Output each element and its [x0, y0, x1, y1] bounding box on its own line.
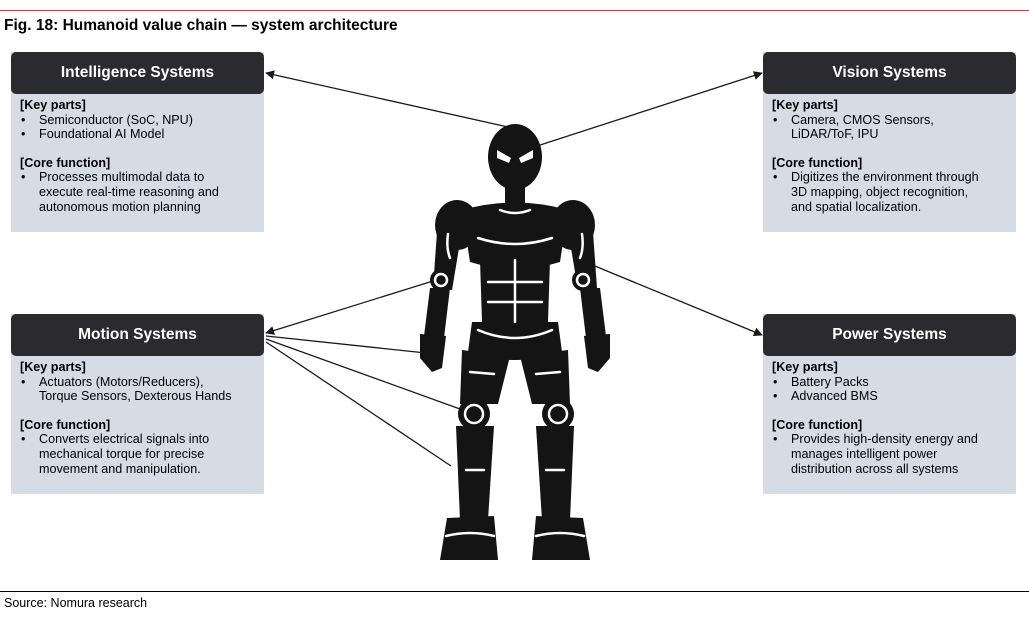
arrow-motion-3: [265, 338, 461, 410]
core-function-label: [Core function]: [772, 417, 863, 432]
top-rule: [0, 10, 1029, 11]
bullet-item: Semiconductor (SoC, NPU): [20, 113, 258, 128]
key-parts-label: [Key parts]: [772, 360, 838, 374]
bullet-item: Foundational AI Model: [20, 127, 258, 142]
intelligence-systems-header: Intelligence Systems: [11, 52, 264, 94]
key-parts-section: [Key parts] Semiconductor (SoC, NPU) Fou…: [20, 98, 258, 142]
bullet-item: Advanced BMS: [772, 389, 1010, 404]
core-function-section: [Core function] Processes multimodal dat…: [20, 156, 258, 214]
bullet-item: Camera, CMOS Sensors, LiDAR/ToF, IPU: [772, 113, 1010, 142]
motion-systems-panel: Motion Systems [Key parts] Actuators (Mo…: [11, 314, 264, 494]
key-parts-section: [Key parts] Actuators (Motors/Reducers),…: [20, 360, 258, 404]
arrow-intelligence: [265, 70, 509, 128]
figure-title: Fig. 18: Humanoid value chain — system a…: [4, 17, 398, 34]
vision-systems-panel: Vision Systems [Key parts] Camera, CMOS …: [763, 52, 1016, 232]
core-function-section: [Core function] Converts electrical sign…: [20, 418, 258, 476]
arrow-vision: [533, 71, 763, 148]
bullet-item: Battery Packs: [772, 375, 1010, 390]
arrow-power: [589, 263, 763, 337]
key-parts-label: [Key parts]: [20, 360, 86, 374]
arrow-motion-1: [265, 280, 434, 335]
core-function-section: [Core function] Provides high-density en…: [772, 418, 1010, 476]
power-systems-header: Power Systems: [763, 314, 1016, 356]
bottom-rule: [0, 591, 1029, 592]
arrow-motion-4: [265, 341, 452, 467]
vision-systems-header: Vision Systems: [763, 52, 1016, 94]
power-systems-panel: Power Systems [Key parts] Battery Packs …: [763, 314, 1016, 494]
source-note: Source: Nomura research: [4, 596, 148, 610]
core-function-label: [Core function]: [772, 155, 863, 170]
key-parts-label: [Key parts]: [772, 98, 838, 112]
arrow-motion-2: [265, 335, 427, 354]
bullet-item: Processes multimodal data to execute rea…: [20, 170, 258, 214]
intelligence-systems-panel: Intelligence Systems [Key parts] Semicon…: [11, 52, 264, 232]
core-function-section: [Core function] Digitizes the environmen…: [772, 156, 1010, 214]
core-function-label: [Core function]: [20, 417, 111, 432]
bullet-item: Actuators (Motors/Reducers), Torque Sens…: [20, 375, 258, 404]
bullet-item: Digitizes the environment through 3D map…: [772, 170, 1010, 214]
bullet-item: Converts electrical signals into mechani…: [20, 432, 258, 476]
bullet-item: Provides high-density energy and manages…: [772, 432, 1010, 476]
motion-systems-header: Motion Systems: [11, 314, 264, 356]
humanoid-robot-illustration: [420, 124, 610, 560]
core-function-label: [Core function]: [20, 155, 111, 170]
key-parts-section: [Key parts] Battery Packs Advanced BMS: [772, 360, 1010, 404]
key-parts-section: [Key parts] Camera, CMOS Sensors, LiDAR/…: [772, 98, 1010, 142]
key-parts-label: [Key parts]: [20, 98, 86, 112]
